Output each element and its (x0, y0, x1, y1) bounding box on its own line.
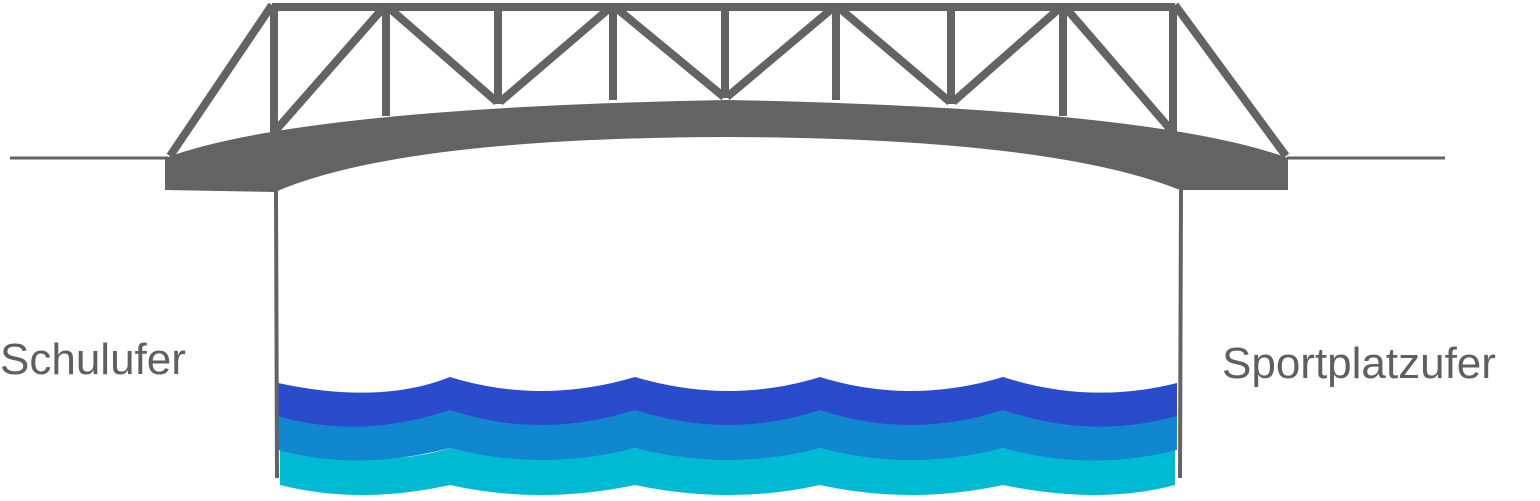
truss-diagonal (1061, 4, 1175, 133)
truss-end-post-right (1171, 2, 1290, 159)
truss-diagonal (612, 3, 727, 101)
truss-diagonal (950, 3, 1064, 106)
water-wave-top (278, 377, 1177, 427)
truss-diagonal (497, 3, 614, 106)
bridge-deck (165, 100, 1288, 192)
pier-right (1178, 189, 1183, 479)
right-bank-label: Sportplatzufer (1222, 339, 1496, 388)
pier-left (274, 189, 279, 479)
water-wave-bottom (280, 448, 1175, 495)
left-bank-label: Schulufer (0, 335, 186, 384)
truss-diagonal (272, 4, 388, 133)
bridge-piers (274, 189, 1183, 479)
truss-end-post-left (166, 2, 276, 159)
bridge-truss (166, 2, 1290, 159)
truss-diagonal (724, 3, 837, 101)
river-water (278, 377, 1177, 495)
truss-diagonal (835, 3, 953, 106)
truss-diagonal (385, 3, 500, 106)
